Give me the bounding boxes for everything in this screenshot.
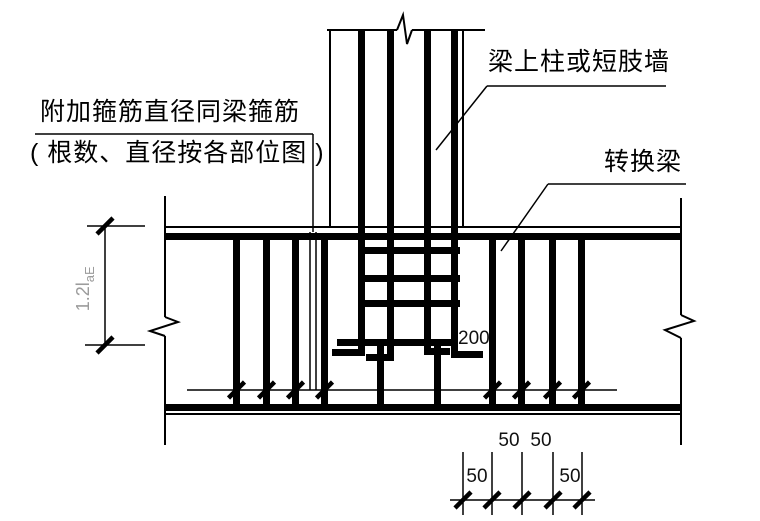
additional-stirrup-lines (309, 232, 317, 390)
label-additional-stirrup-line1: 附加箍筋直径同梁箍筋 (40, 98, 301, 126)
joint-zone-rebar (337, 247, 460, 405)
break-symbol-top (396, 11, 413, 45)
dimension-text-hook-200: 200 (458, 328, 490, 349)
beam-outline (146, 196, 697, 445)
beam-stirrups-left (233, 240, 328, 405)
dimension-text-50-a: 50 (466, 466, 488, 487)
dimension-text-anchorage: 1.2laE (73, 266, 97, 312)
column-outline (327, 11, 485, 228)
label-transfer-beam: 转换梁 (604, 148, 683, 176)
hook-foot (455, 351, 483, 358)
beam-stirrups-right (489, 240, 585, 405)
break-symbol-left (146, 316, 182, 337)
dimension-spacing-chain (450, 452, 595, 515)
hook-foot (332, 349, 365, 356)
leader-add-stirrup (35, 133, 314, 232)
dimension-anchorage (85, 216, 145, 355)
label-additional-stirrup-line2: ( 根数、直径按各部位图 ) (30, 139, 325, 167)
leader-beam-label (500, 183, 686, 252)
column-rebar-bars (332, 31, 483, 361)
leader-column-label (435, 85, 666, 151)
dimension-text-50-b: 50 (498, 430, 520, 451)
break-symbol-right (662, 314, 697, 339)
dimension-text-50-c: 50 (530, 430, 552, 451)
label-column-on-beam: 梁上柱或短肢墙 (488, 48, 671, 76)
dimension-text-50-d: 50 (559, 466, 581, 487)
stirrup-reference-line (187, 380, 617, 400)
